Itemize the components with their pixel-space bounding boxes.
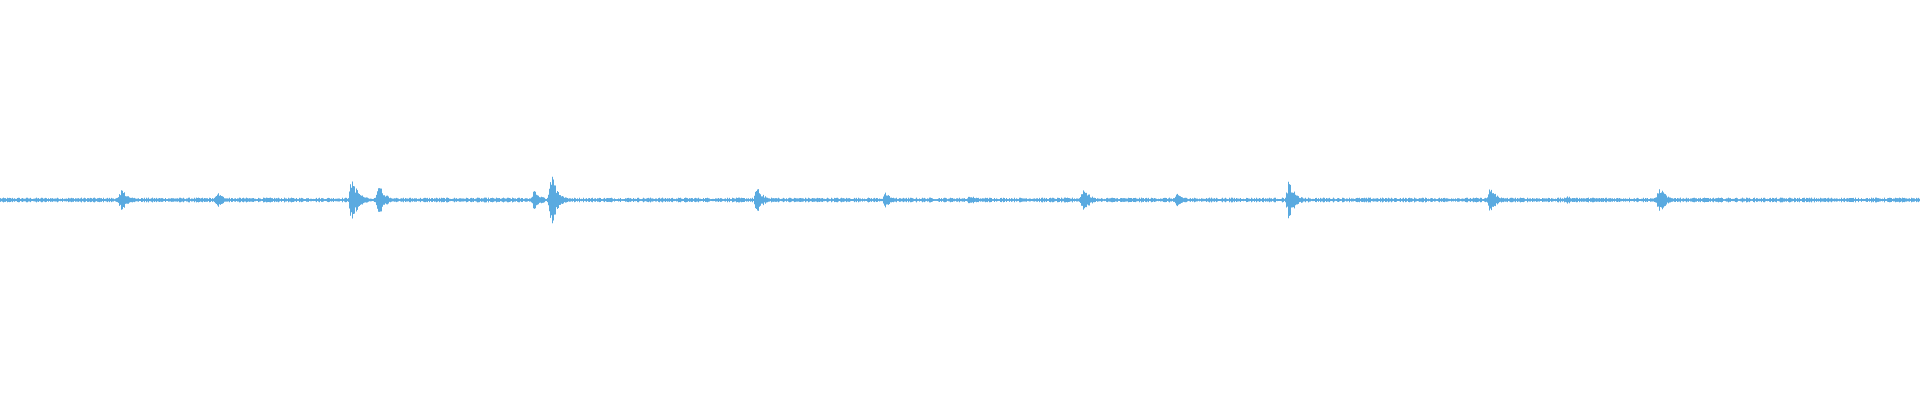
waveform-path [0, 176, 1920, 224]
waveform-bars [0, 176, 1920, 224]
